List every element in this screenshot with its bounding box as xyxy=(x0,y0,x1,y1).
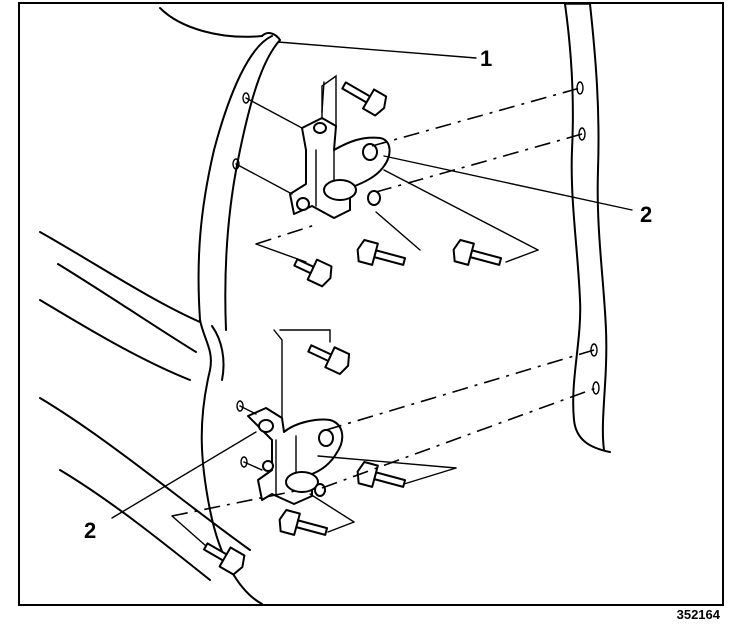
pillar-holes xyxy=(576,81,600,395)
door-panel xyxy=(39,7,281,605)
callout-2-lower: 2 xyxy=(84,518,96,543)
callout-2-upper-leader xyxy=(383,155,633,211)
callout-2-upper: 2 xyxy=(640,202,652,227)
callout-2-lower-leader xyxy=(111,431,257,519)
figure-number: 352164 xyxy=(676,607,720,622)
callout-1: 1 xyxy=(480,46,492,71)
bolt-lower-door-top xyxy=(307,344,351,376)
callout-1-leader xyxy=(277,41,477,59)
door-holes xyxy=(232,92,250,468)
bolt-lower-middle xyxy=(278,508,329,536)
assembly-guide-lines xyxy=(171,81,597,547)
bolt-upper-lower-middle xyxy=(356,238,407,266)
bolt-upper-lower-left xyxy=(293,258,333,288)
bolt-upper-lower-right xyxy=(452,238,503,266)
body-pillar xyxy=(564,3,611,453)
lower-hinge xyxy=(247,329,344,505)
bolt-lower-right xyxy=(356,460,407,488)
upper-hinge xyxy=(289,74,391,219)
diagram-frame xyxy=(18,2,724,606)
bolt-upper-door-top xyxy=(341,81,388,117)
